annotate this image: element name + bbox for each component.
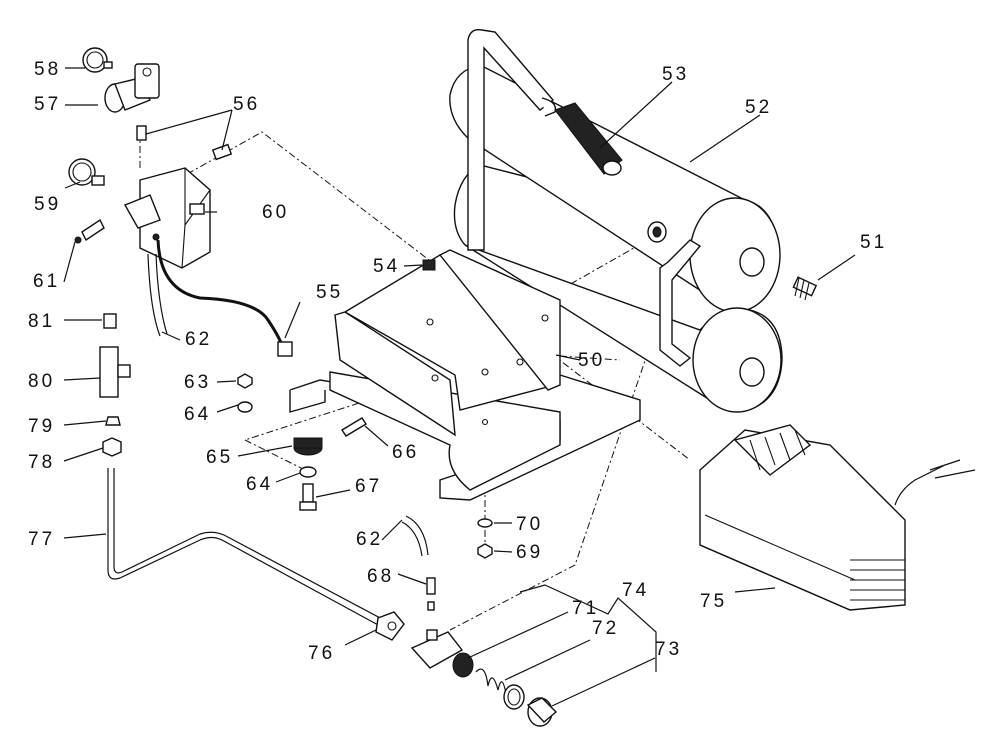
plug-73: [526, 697, 558, 727]
pressure-switch-60: [123, 167, 211, 269]
tube-77: [107, 468, 385, 627]
fitting-56b: [211, 143, 233, 161]
callout-71: 71: [572, 598, 599, 619]
callout-57: 57: [34, 94, 61, 115]
callout-56: 56: [233, 94, 260, 115]
callout-52: 52: [745, 97, 772, 118]
callout-81: 81: [28, 311, 55, 332]
callout-70: 70: [516, 514, 543, 535]
callout-59: 59: [34, 194, 61, 215]
callout-72: 72: [592, 618, 619, 639]
check-valve-body: [410, 629, 464, 669]
sleeve-79: [105, 416, 121, 426]
safety-valve-61: [74, 218, 105, 244]
screw-66: [341, 417, 367, 437]
callout-54: 54: [373, 256, 400, 277]
bolt-67: [299, 483, 317, 511]
callout-67: 67: [355, 476, 382, 497]
nut-78: [102, 437, 122, 457]
callout-63: 63: [184, 372, 211, 393]
drain-fitting: [792, 276, 818, 301]
spring-72: [475, 668, 507, 695]
callout-77: 77: [28, 529, 55, 550]
callout-80: 80: [28, 371, 55, 392]
callout-51: 51: [860, 232, 887, 253]
callout-58: 58: [34, 59, 61, 80]
callout-69: 69: [516, 542, 543, 563]
callout-74: 74: [622, 580, 649, 601]
callout-60: 60: [262, 202, 289, 223]
washer-64b: [299, 466, 317, 478]
nut-63: [237, 373, 253, 389]
callout-65: 65: [206, 447, 233, 468]
callout-62-upper: 62: [185, 329, 212, 350]
o-ring: [503, 684, 525, 710]
valve-disc-71: [452, 652, 474, 678]
callout-78: 78: [28, 452, 55, 473]
nut-76: [375, 611, 405, 641]
callout-66: 66: [392, 442, 419, 463]
base-saddle: [289, 249, 641, 501]
callout-62-lower: 62: [356, 529, 383, 550]
tank-fitting-boss: [647, 221, 667, 243]
tube-62-lower: [401, 515, 429, 557]
tube-62-upper: [147, 253, 168, 337]
washer-64a: [237, 401, 253, 413]
callout-50: 50: [578, 350, 605, 371]
callout-76: 76: [308, 643, 335, 664]
callout-64-upper: 64: [184, 404, 211, 425]
callout-68: 68: [367, 566, 394, 587]
handle-grip: [554, 102, 623, 176]
callout-75: 75: [700, 591, 727, 612]
washer-70: [477, 518, 493, 528]
tee-80: [99, 346, 131, 398]
fitting-81: [103, 313, 117, 329]
callout-55: 55: [316, 282, 343, 303]
power-cord-55: [156, 239, 293, 357]
leader-lines: [63, 67, 856, 707]
callout-64-lower: 64: [246, 474, 273, 495]
regulator-57: [104, 63, 160, 113]
callout-79: 79: [28, 416, 55, 437]
callout-53: 53: [662, 64, 689, 85]
bolt-54: [422, 259, 436, 271]
isolator-65: [293, 437, 323, 456]
tank-handle-frame: [467, 29, 702, 367]
callout-73: 73: [655, 639, 682, 660]
nut-69: [477, 543, 493, 559]
fitting-68: [426, 577, 436, 611]
motor-shroud: [699, 424, 976, 611]
callout-61: 61: [33, 271, 60, 292]
callout-labels: 50 51 52 53 54 55 56 57 58 59 60 61 62 6…: [28, 59, 887, 664]
fitting-56a: [136, 125, 147, 141]
pressure-gauge-59: [68, 158, 105, 186]
pressure-gauge-58: [82, 47, 113, 73]
